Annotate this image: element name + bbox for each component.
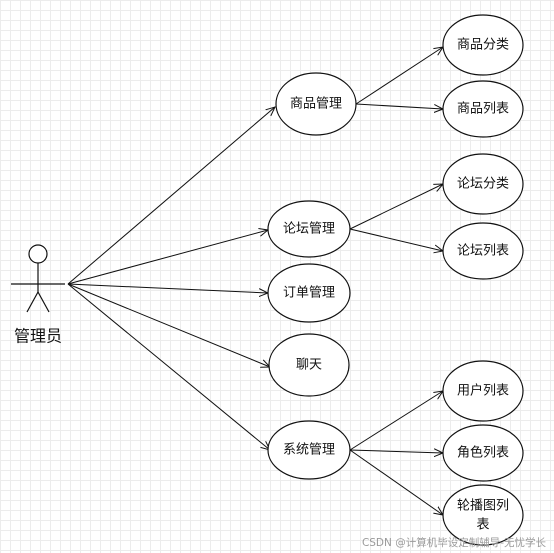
use-case-user-list: 用户列表 — [442, 360, 524, 422]
edge-system-mgmt-carousel-list — [349, 449, 443, 515]
use-case-carousel-list-label-line1: 轮播图列 — [457, 499, 509, 514]
use-case-carousel-list: 轮播图列 表 — [442, 484, 524, 546]
edge-goods-mgmt-list — [355, 103, 443, 109]
edge-actor-goods-mgmt — [67, 107, 275, 285]
actor-administrator: 管理员 — [11, 244, 65, 346]
use-case-forum-mgmt: 论坛管理 — [267, 200, 351, 258]
edge-actor-chat — [67, 283, 270, 367]
edge-actor-order-mgmt — [67, 283, 268, 293]
use-case-goods-list-label: 商品列表 — [457, 102, 509, 117]
use-case-forum-category: 论坛分类 — [442, 153, 524, 215]
use-case-forum-category-label: 论坛分类 — [457, 177, 509, 192]
use-case-chat-label: 聊天 — [296, 358, 322, 373]
use-case-system-mgmt: 系统管理 — [267, 420, 351, 480]
use-case-forum-list-label: 论坛列表 — [457, 244, 509, 259]
use-case-forum-mgmt-label: 论坛管理 — [283, 222, 335, 237]
use-case-forum-list: 论坛列表 — [442, 222, 524, 280]
use-case-carousel-list-label-line2: 表 — [476, 518, 489, 533]
actor-right-leg — [37, 291, 50, 313]
actor-label: 管理员 — [14, 327, 62, 346]
use-case-goods-category-label: 商品分类 — [457, 38, 509, 53]
edge-system-mgmt-role-list — [349, 450, 443, 453]
edge-actor-forum-mgmt — [67, 230, 268, 285]
use-case-user-list-label: 用户列表 — [457, 383, 509, 399]
use-case-order-mgmt: 订单管理 — [267, 263, 351, 323]
edge-forum-mgmt-category — [349, 184, 443, 230]
use-case-order-mgmt-label: 订单管理 — [283, 286, 335, 301]
edge-actor-system-mgmt — [67, 283, 270, 450]
use-case-role-list: 角色列表 — [442, 424, 524, 482]
edge-goods-mgmt-category — [355, 47, 443, 105]
use-case-chat: 聊天 — [268, 333, 350, 397]
actor-head — [28, 244, 48, 264]
edge-forum-mgmt-list — [349, 228, 443, 251]
use-case-system-mgmt-label: 系统管理 — [283, 443, 335, 458]
use-case-goods-list: 商品列表 — [442, 80, 524, 138]
edge-system-mgmt-user-list — [349, 391, 443, 451]
actor-left-leg — [26, 291, 39, 313]
use-case-role-list-label: 角色列表 — [457, 445, 509, 461]
use-case-goods-category: 商品分类 — [442, 14, 524, 76]
use-case-goods-mgmt: 商品管理 — [275, 72, 357, 136]
use-case-goods-mgmt-label: 商品管理 — [290, 97, 342, 112]
watermark-text: CSDN @计算机毕设定制辅导-无忧学长 — [362, 536, 547, 549]
